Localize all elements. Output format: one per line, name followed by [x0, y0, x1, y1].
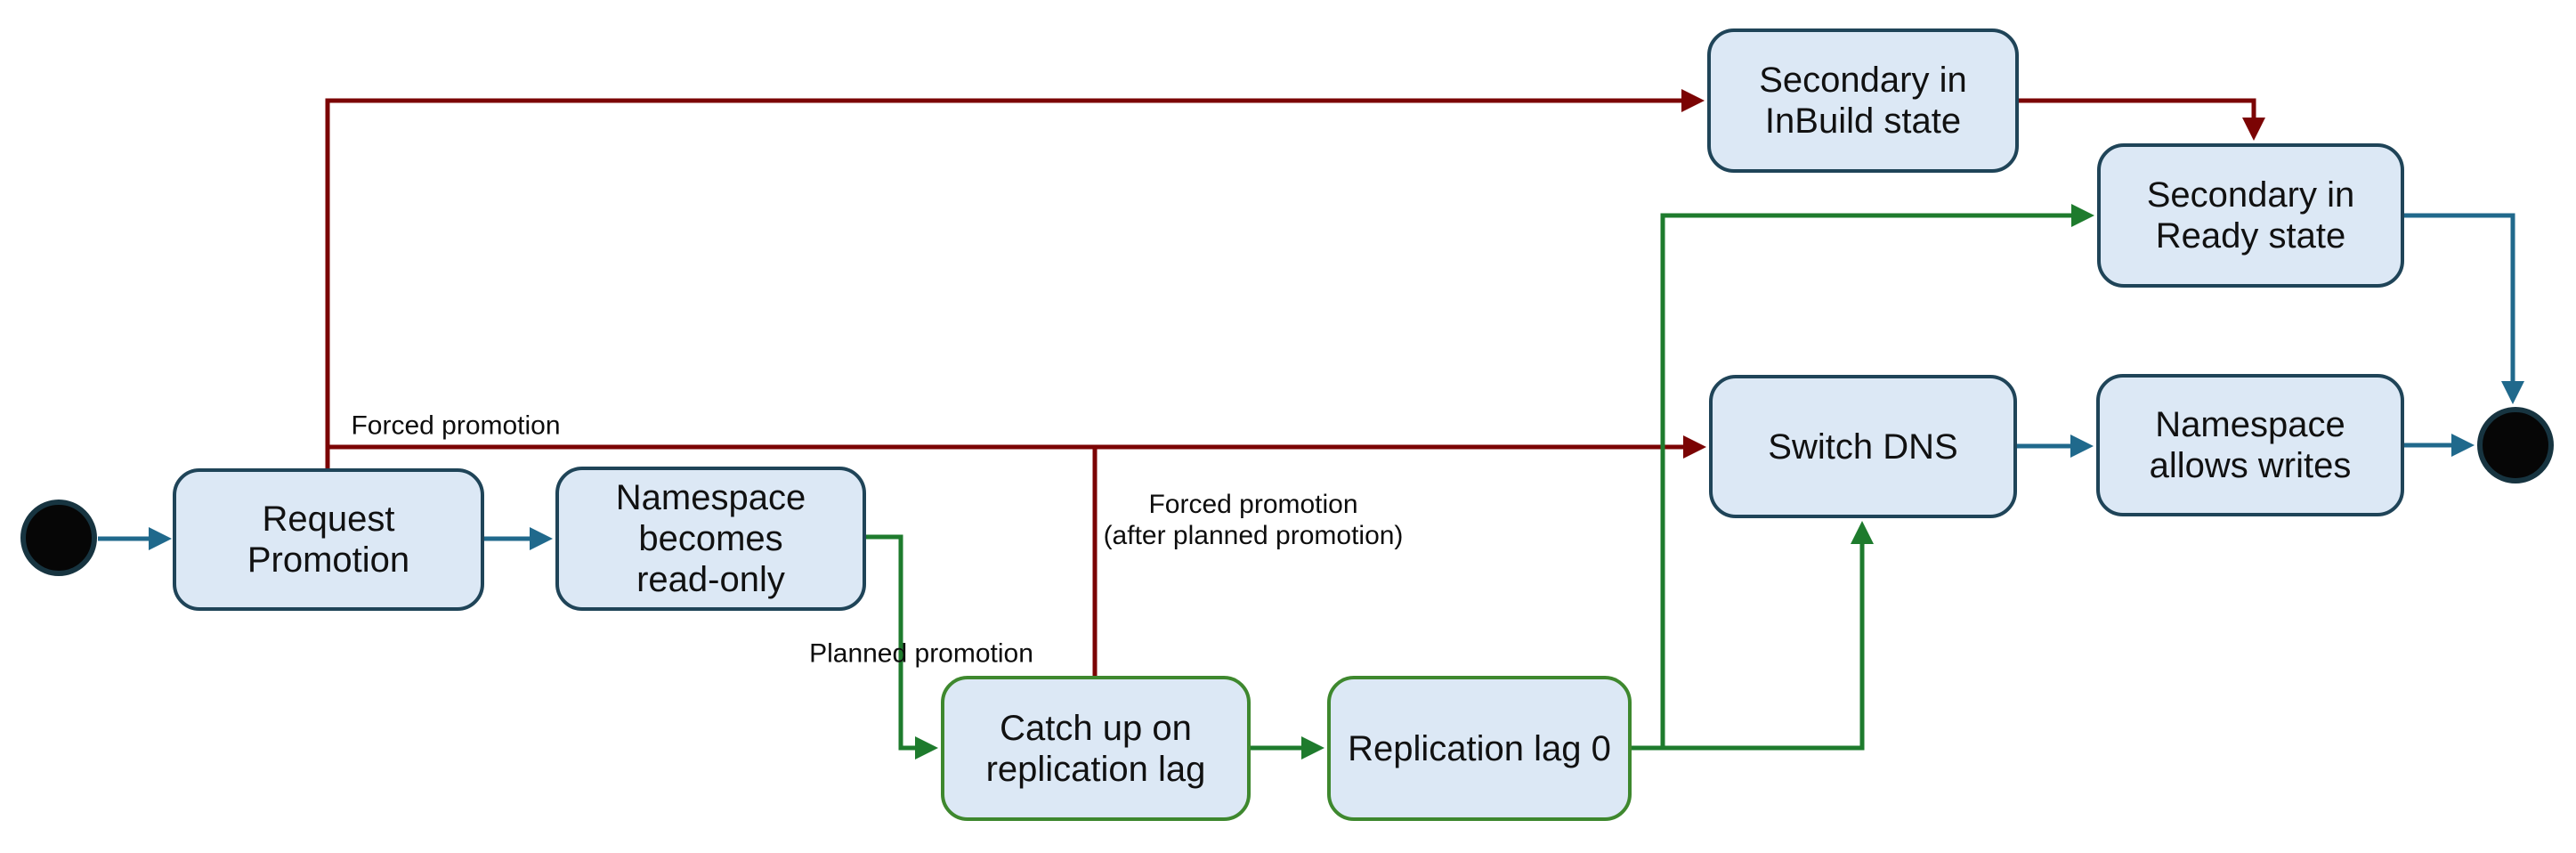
arrowhead-readonly-to-catchup-planned — [915, 736, 938, 760]
arrowhead-ready-to-end — [2501, 381, 2524, 404]
edge-inbuild-to-ready — [2019, 98, 2256, 118]
edge-lag0-to-switch-dns — [1663, 544, 1865, 751]
edge-lag0-to-ready — [1632, 213, 2071, 751]
arrowhead-start-to-request — [149, 527, 172, 550]
edge-readonly-to-catchup-planned — [866, 534, 915, 751]
arrowhead-writes-to-end — [2451, 434, 2475, 457]
arrowhead-switch-dns-to-writes — [2070, 435, 2094, 458]
arrowhead-lag0-to-ready — [2071, 204, 2094, 227]
arrowhead-request-to-readonly — [530, 527, 553, 550]
arrowhead-forced-promotion-to-switch-dns — [1683, 435, 1706, 459]
edge-ready-to-end — [2404, 213, 2515, 381]
arrowhead-lag0-to-switch-dns — [1851, 521, 1874, 544]
arrowhead-catchup-to-lag0 — [1301, 736, 1324, 760]
arrowhead-forced-promotion-to-inbuild — [1681, 89, 1705, 112]
edge-forced-promotion-to-inbuild — [325, 98, 1681, 468]
arrowhead-inbuild-to-ready — [2242, 118, 2265, 141]
